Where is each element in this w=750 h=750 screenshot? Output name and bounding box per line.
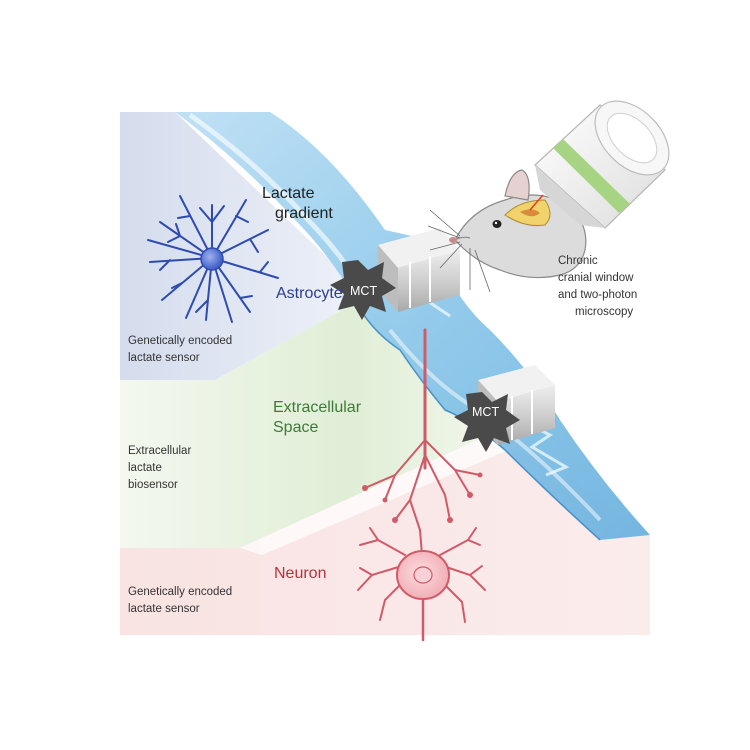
- extracellular-biosensor-line-3: biosensor: [128, 479, 178, 491]
- astrocyte-sensor-line-1: Genetically encoded: [128, 335, 233, 347]
- neuron-sensor-line-1: Genetically encoded: [128, 586, 233, 598]
- lactate-gradient-line-2: gradient: [275, 205, 333, 222]
- chronic-window-line-3: and two-photon: [558, 289, 638, 301]
- neuron-sensor-line-2: lactate sensor: [128, 603, 200, 615]
- mct-bottom-label: MCT: [472, 405, 500, 419]
- extracellular-compartment: [120, 300, 500, 548]
- extracellular-space-label: Extracellular Space: [273, 398, 361, 438]
- astrocyte-compartment: [120, 112, 360, 380]
- extracellular-space-line-2: Space: [273, 419, 319, 436]
- mct-transporter-top: [330, 228, 460, 320]
- mouse-illustration: [427, 169, 587, 293]
- neuron-compartment: [120, 430, 650, 635]
- microscope-objective: [529, 100, 670, 229]
- chronic-window-line-4: microscopy: [575, 306, 634, 318]
- neuron-sensor-caption: Genetically encoded lactate sensor: [128, 584, 232, 618]
- extracellular-space-line-1: Extracellular: [273, 399, 362, 416]
- astrocyte-label: Astrocyte: [276, 285, 343, 302]
- mct-top-label: MCT: [350, 284, 378, 298]
- chronic-window-caption: Chronic cranial window and two-photon mi…: [558, 253, 637, 321]
- chronic-window-line-2: cranial window: [558, 272, 634, 284]
- astrocyte-sensor-caption: Genetically encoded lactate sensor: [128, 333, 232, 367]
- neuron-cell: [357, 328, 486, 642]
- lactate-gradient-label: Lactate gradient: [262, 184, 333, 224]
- mct-transporter-bottom: [454, 365, 555, 452]
- lactate-gradient-line-1: Lactate: [262, 185, 315, 202]
- astrocyte-sensor-line-2: lactate sensor: [128, 352, 200, 364]
- chronic-window-line-1: Chronic: [558, 255, 598, 267]
- extracellular-biosensor-line-1: Extracellular: [128, 445, 192, 457]
- extracellular-biosensor-caption: Extracellular lactate biosensor: [128, 443, 191, 494]
- extracellular-biosensor-line-2: lactate: [128, 462, 162, 474]
- neuron-label: Neuron: [274, 565, 327, 582]
